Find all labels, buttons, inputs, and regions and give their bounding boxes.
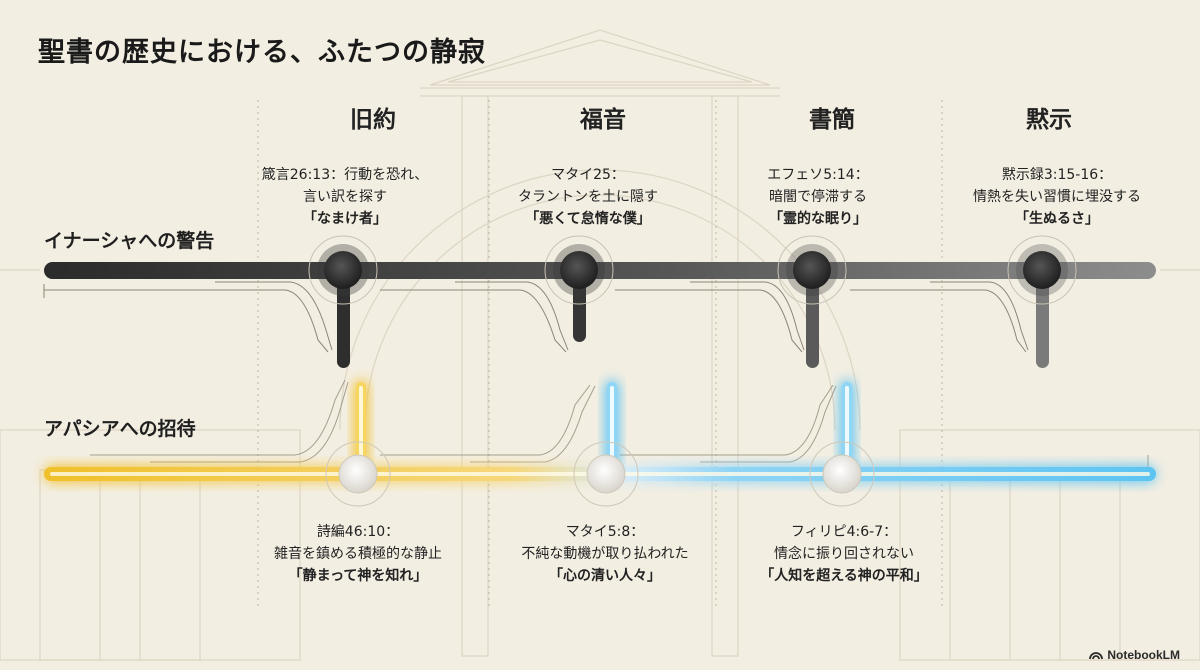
warning-quote-2: マタイ25： タラントンを土に隠す 「悪くて怠惰な僕」 xyxy=(518,167,658,227)
warning-node-3 xyxy=(777,235,847,368)
era-separators xyxy=(257,100,943,610)
warning-track xyxy=(44,262,1156,279)
brand-watermark: NotebookLM xyxy=(1089,648,1180,662)
invitation-node-3 xyxy=(809,380,875,507)
invitation-guide-lines xyxy=(90,379,1149,470)
notebooklm-logo-icon xyxy=(1089,652,1104,660)
warning-guide-lines xyxy=(43,281,1029,353)
warning-quote-1: 箴言26:13：行動を恐れ、 言い訳を探す 「なまけ者」 xyxy=(261,167,429,227)
invitation-quote-3: フィリピ4:6-7： 情念に振り回されない 「人知を超える神の平和」 xyxy=(760,524,928,584)
page-title: 聖書の歴史における、ふたつの静寂 xyxy=(38,37,486,68)
invitation-quote-2: マタイ5:8： 不純な動機が取り払われた 「心の清い人々」 xyxy=(521,524,689,584)
era-old-testament: 旧約 xyxy=(350,107,396,133)
era-epistles: 書簡 xyxy=(809,107,855,133)
background-architecture xyxy=(0,29,1200,661)
warning-node-1 xyxy=(308,235,378,368)
invitation-quote-1: 詩編46:10： 雑音を鎮める積極的な静止 「静まって神を知れ」 xyxy=(274,524,442,584)
warning-node-4 xyxy=(1007,235,1077,368)
invitation-track-label: アパシアへの招待 xyxy=(44,418,196,440)
warning-quote-3: エフェソ5:14： 暗闇で停滞する 「霊的な眠り」 xyxy=(767,167,869,227)
era-gospels: 福音 xyxy=(580,107,626,133)
warning-quote-4: 黙示録3:15-16： 情熱を失い習慣に埋没する 「生ぬるさ」 xyxy=(973,167,1141,227)
warning-track-label: イナーシャへの警告 xyxy=(44,230,215,252)
invitation-node-1 xyxy=(325,380,391,507)
invitation-node-2 xyxy=(573,380,639,507)
era-revelation: 黙示 xyxy=(1026,107,1072,133)
warning-node-2 xyxy=(544,235,614,342)
